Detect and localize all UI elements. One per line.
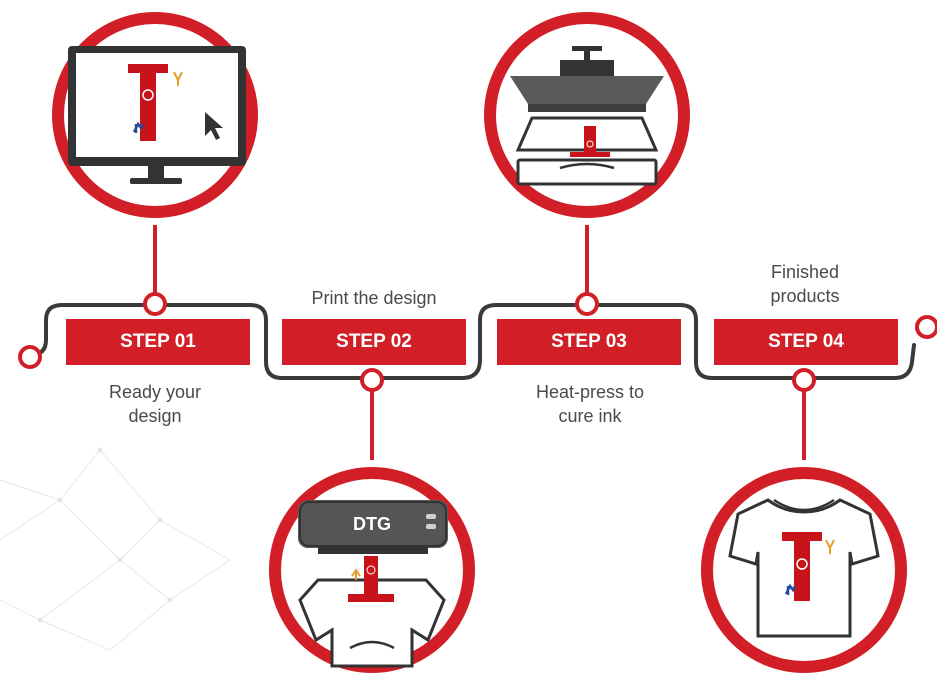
step-04-label: STEP 04 xyxy=(714,319,898,365)
track-end-node-right xyxy=(917,317,937,337)
step-02-caption: Print the design xyxy=(282,286,466,310)
step-01-caption-line2: design xyxy=(80,404,230,428)
step-node-2 xyxy=(362,370,382,390)
step-04-caption-line2: products xyxy=(730,284,880,308)
step-03-caption-line2: cure ink xyxy=(500,404,680,428)
step-node-3 xyxy=(577,294,597,314)
step-01-label: STEP 01 xyxy=(66,319,250,365)
step-04-caption: Finished products xyxy=(730,260,880,308)
heat-press-icon xyxy=(484,12,690,218)
tshirt-icon xyxy=(701,467,907,673)
step-01-caption: Ready your design xyxy=(80,380,230,428)
step-node-4 xyxy=(794,370,814,390)
step-04-caption-line1: Finished xyxy=(730,260,880,284)
monitor-icon xyxy=(52,12,258,218)
dtg-printer-icon xyxy=(269,467,475,673)
step-02-caption-line1: Print the design xyxy=(282,286,466,310)
background-network-decoration xyxy=(0,448,230,650)
step-03-caption-line1: Heat-press to xyxy=(500,380,680,404)
printer-label: DTG xyxy=(353,514,391,534)
step-02-label: STEP 02 xyxy=(282,319,466,365)
step-node-1 xyxy=(145,294,165,314)
step-03-label: STEP 03 xyxy=(497,319,681,365)
track-end-node-left xyxy=(20,347,40,367)
step-01-caption-line1: Ready your xyxy=(80,380,230,404)
step-03-caption: Heat-press to cure ink xyxy=(500,380,680,428)
